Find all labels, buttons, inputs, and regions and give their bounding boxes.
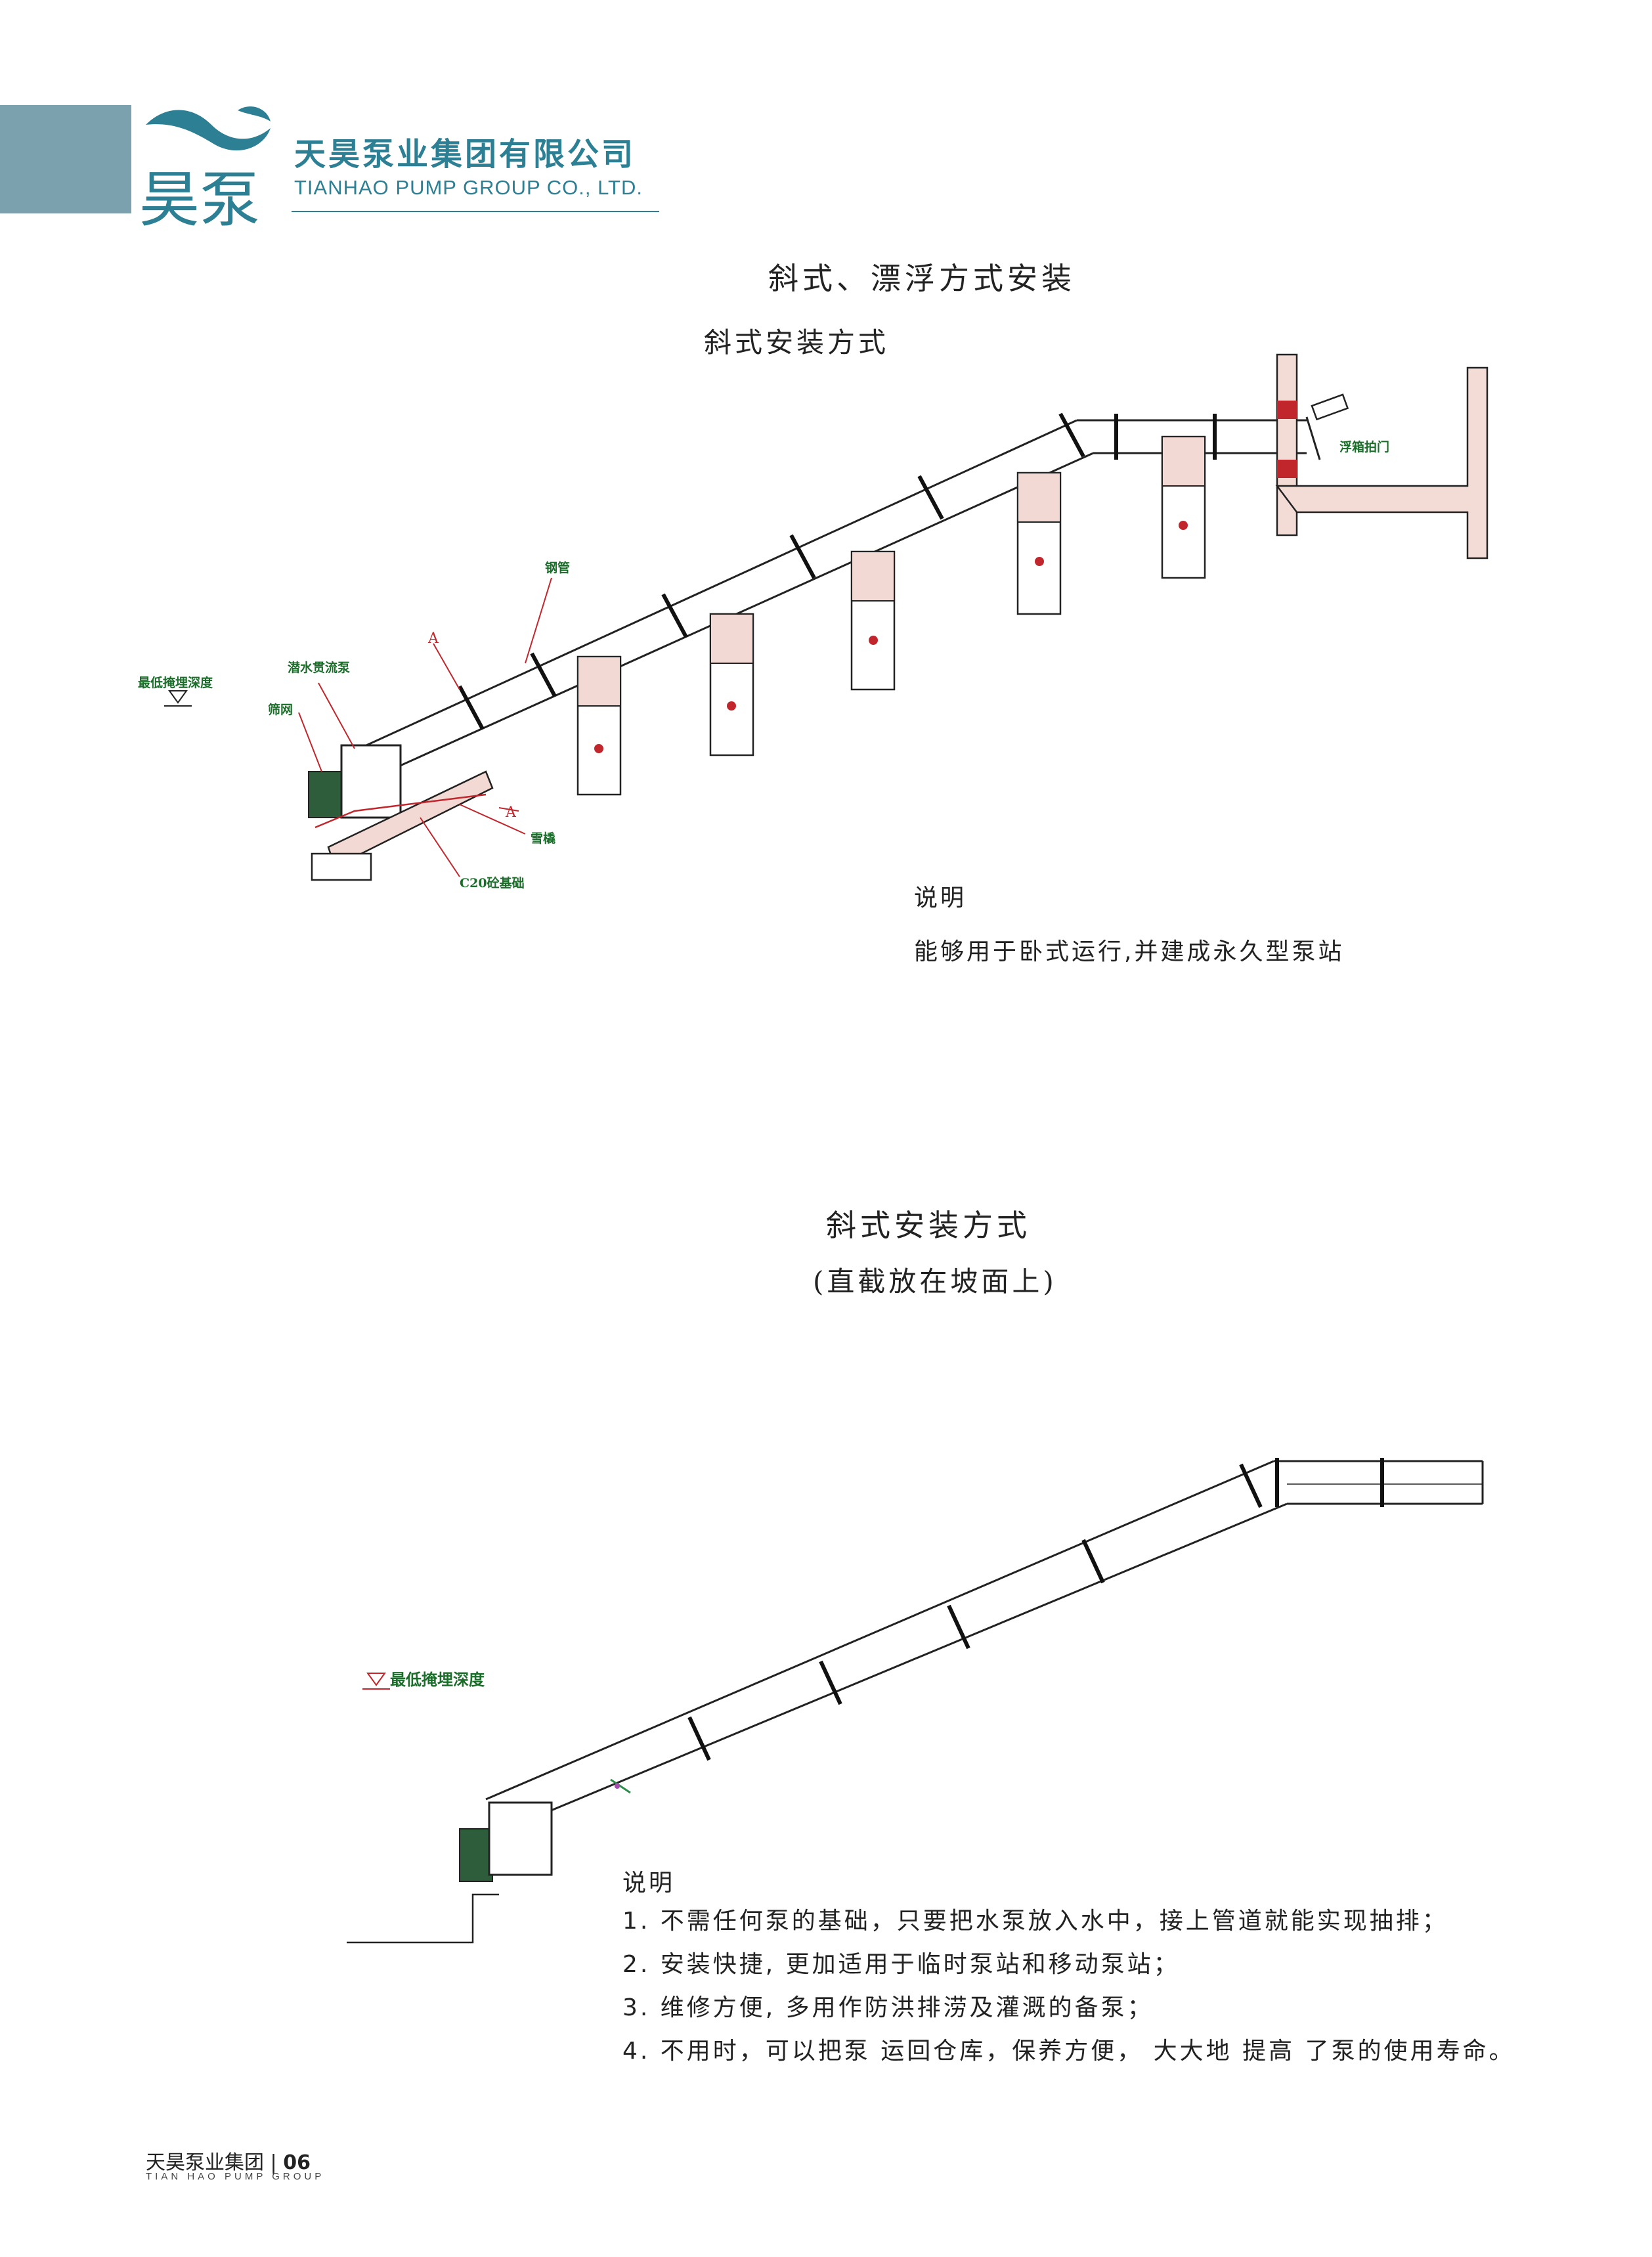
- pipe-supports: [576, 435, 1206, 796]
- page-number: 06: [283, 2151, 311, 2174]
- company-name-cn: 天昊泵业集团有限公司: [294, 136, 636, 173]
- header-rule: [292, 211, 659, 212]
- min-depth-marker-1: [164, 690, 192, 707]
- section-mark-a-bottom: A: [506, 804, 516, 821]
- footer-divider: |: [270, 2151, 277, 2174]
- min-depth-marker-2: [362, 1673, 390, 1690]
- slope-pipe: [485, 1460, 1484, 1833]
- label-min-depth-1: 最低掩埋深度: [138, 676, 213, 690]
- label-min-depth-2: 最低掩埋深度: [390, 1670, 485, 1689]
- wave-logo-icon: [146, 106, 271, 151]
- section2-note-4: 4. 不用时，可以把泵 运回仓库，保养方便， 大大地 提高 了泵的使用寿命。: [622, 2038, 1515, 2065]
- logo-text: 昊泵: [139, 165, 261, 235]
- sled: [315, 793, 487, 829]
- leader-lines: [298, 577, 552, 877]
- section2-note-3: 3. 维修方便, 多用作防洪排涝及灌溉的备泵；: [622, 1994, 1154, 2021]
- section1-title: 斜式、漂浮方式安装: [768, 261, 1076, 296]
- slope-pump: [459, 1778, 631, 1882]
- footer-company-en: TIAN HAO PUMP GROUP: [146, 2171, 325, 2182]
- label-steel-pipe: 钢管: [545, 561, 571, 575]
- pump-assembly: [308, 744, 494, 881]
- footer-company: 天昊泵业集团 | 06: [146, 2146, 311, 2175]
- section2-note-1: 1. 不需任何泵的基础，只要把水泵放入水中，接上管道就能实现抽排；: [622, 1908, 1448, 1935]
- section2-note-heading: 说明: [622, 1870, 676, 1896]
- section2-title: 斜式安装方式: [826, 1208, 1031, 1243]
- company-name-en: TIANHAO PUMP GROUP CO., LTD.: [294, 176, 643, 199]
- section1-note: 能够用于卧式运行,并建成永久型泵站: [914, 938, 1345, 965]
- section2-note-2: 2. 安装快捷, 更加适用于临时泵站和移动泵站；: [622, 1951, 1180, 1978]
- outlet-structure: [1275, 353, 1489, 559]
- section2-subtitle: (直截放在坡面上): [813, 1265, 1057, 1298]
- section-mark-a-top: A: [428, 630, 439, 647]
- section1-note-heading: 说明: [914, 885, 967, 911]
- label-flap-gate: 浮箱拍门: [1339, 440, 1390, 454]
- label-screen: 筛网: [268, 703, 293, 717]
- logo-color-block: [0, 105, 131, 213]
- inclined-install-diagram: [164, 353, 1489, 881]
- slope-ground: [347, 1893, 499, 1944]
- screen-mesh: [308, 771, 345, 818]
- footer-company-cn: 天昊泵业集团: [146, 2151, 264, 2174]
- support-concrete: [577, 436, 1206, 707]
- label-c20-base: C20砼基础: [460, 876, 525, 890]
- pipe-flanges: [458, 412, 1217, 730]
- label-pump: 潜水贯流泵: [288, 661, 351, 675]
- label-sled: 雪橇: [531, 831, 556, 846]
- logo: 昊泵: [139, 99, 277, 235]
- section1-subtitle: 斜式安装方式: [704, 326, 890, 359]
- support-markers: [594, 521, 1188, 753]
- slope-pipe-flanges: [687, 1458, 1384, 1761]
